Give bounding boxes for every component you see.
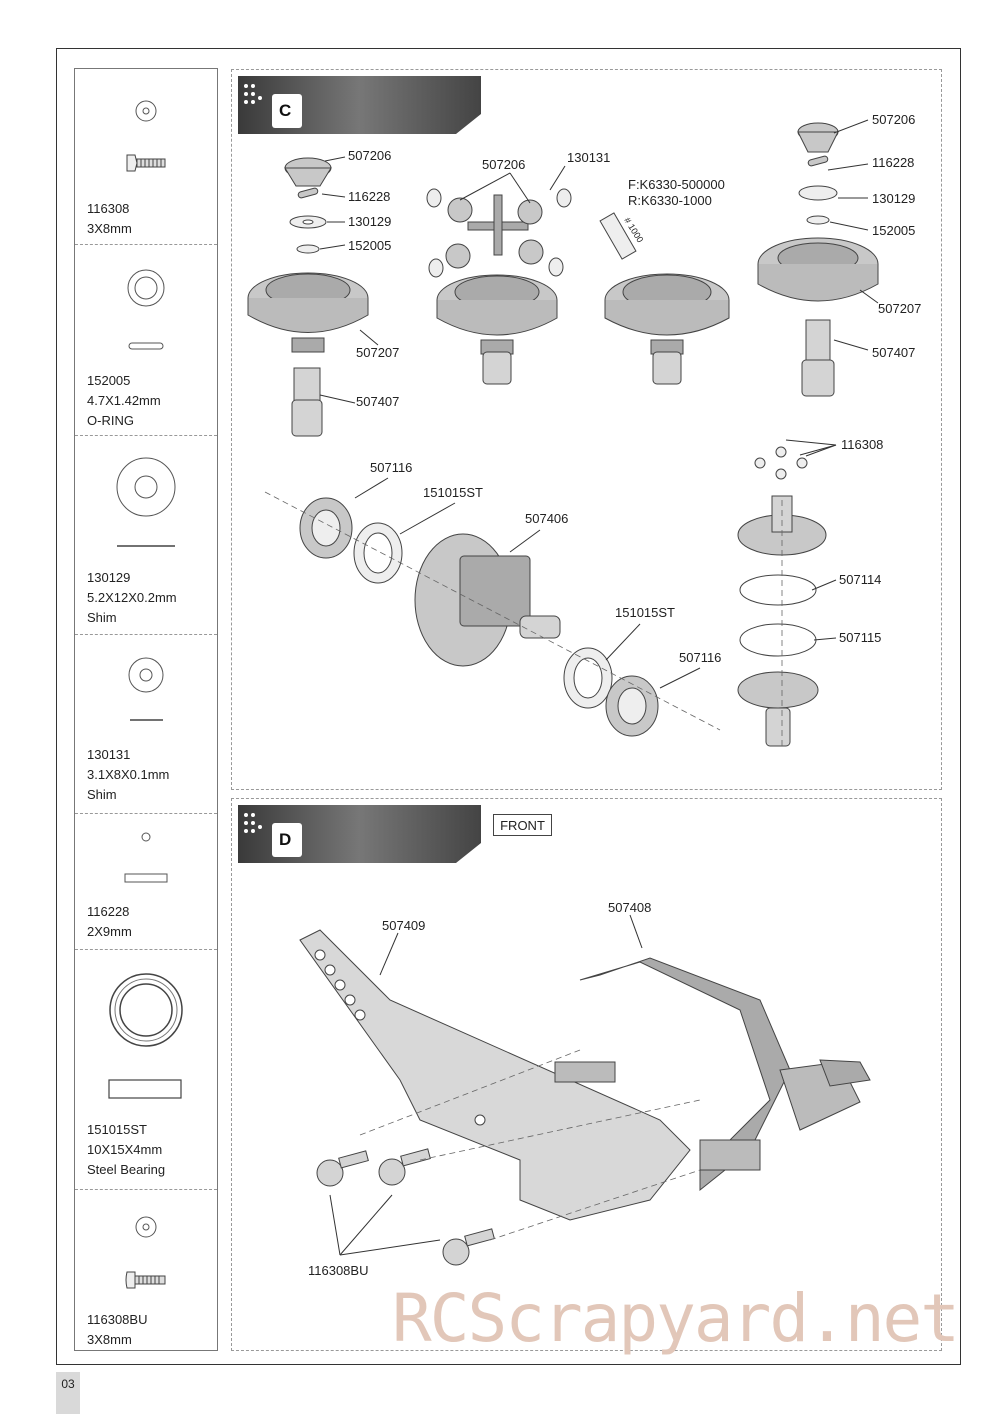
diff-oil-assembly [599, 212, 730, 385]
label-507206-b: 507206 [482, 157, 526, 172]
label-116308: 116308 [841, 437, 884, 452]
label-507407-c: 507407 [872, 345, 916, 360]
step-d-letter: D [279, 830, 292, 849]
label-507115: 507115 [839, 630, 882, 645]
part-size: 10X15X4mm [87, 1142, 163, 1157]
part-desc: Shim [87, 610, 117, 625]
shim-icon [128, 657, 164, 721]
step-c-section: C [231, 69, 942, 790]
label-152005-a: 152005 [348, 238, 392, 253]
part-cell-116308: 116308 3X8mm [75, 69, 217, 245]
label-130129-c: 130129 [872, 191, 916, 206]
part-size: 3.1X8X0.1mm [87, 767, 170, 782]
front-indicator: FRONT [493, 814, 552, 836]
part-desc: Shim [87, 787, 117, 802]
label-151015ST-right: 151015ST [615, 605, 675, 620]
shim-icon [116, 457, 176, 547]
label-116228-a: 116228 [348, 189, 391, 204]
step-c-banner [238, 76, 481, 134]
label-507114: 507114 [839, 572, 882, 587]
label-507206-c: 507206 [872, 112, 916, 127]
part-cell-130129: 130129 5.2X12X0.2mm Shim [75, 436, 217, 635]
button-head-screws [316, 1148, 495, 1266]
button-head-screw-icon [125, 1216, 166, 1289]
label-507409: 507409 [382, 918, 426, 933]
part-size: 4.7X1.42mm [87, 393, 161, 408]
part-code: 130129 [87, 570, 131, 585]
part-code: 116308BU [87, 1312, 148, 1327]
label-152005-c: 152005 [872, 223, 916, 238]
part-cell-151015ST: 151015ST 10X15X4mm Steel Bearing [75, 950, 217, 1190]
shock-tower-mount [554, 957, 871, 1192]
label-507116-left: 507116 [370, 460, 413, 475]
label-oil-rear: R:K6330-1000 [628, 193, 712, 208]
part-cell-130131: 130131 3.1X8X0.1mm Shim [75, 635, 217, 814]
label-507407-a: 507407 [356, 394, 400, 409]
leader-lines [319, 119, 879, 1256]
part-size: 3X8mm [87, 1332, 132, 1347]
diff-assembly-2 [426, 188, 572, 385]
part-code: 130131 [87, 747, 131, 762]
label-507408: 507408 [608, 900, 652, 915]
diff-exploded-assembly [299, 497, 659, 737]
label-oil-front: F:K6330-500000 [628, 177, 725, 192]
part-cell-116228: 116228 2X9mm [75, 814, 217, 950]
bearing-icon [108, 973, 183, 1099]
label-507206-a: 507206 [348, 148, 392, 163]
step-c-letter: C [279, 101, 292, 120]
guide-lines [264, 491, 783, 1241]
part-size: 3X8mm [87, 221, 132, 236]
label-507207-a: 507207 [356, 345, 400, 360]
part-size: 5.2X12X0.2mm [87, 590, 177, 605]
label-116228-c: 116228 [872, 155, 915, 170]
parts-sidebar: 116308 3X8mm 152005 4.7X1.42mm O-RING 13… [74, 68, 218, 1351]
watermark: RCScrapyard.net [392, 1280, 960, 1357]
part-cell-116308BU: 116308BU 3X8mm [75, 1190, 217, 1350]
page-frame [56, 48, 961, 1365]
label-507207-c: 507207 [878, 301, 922, 316]
label-116308BU: 116308BU [308, 1263, 369, 1278]
diff-assembly-4 [757, 122, 879, 397]
part-size: 2X9mm [87, 924, 132, 939]
label-151015ST-left: 151015ST [423, 485, 483, 500]
pin-icon [124, 832, 168, 883]
part-code: 116308 [87, 201, 130, 216]
label-130129-a: 130129 [348, 214, 392, 229]
diff-assembly-1 [247, 157, 369, 437]
part-code: 116228 [87, 904, 130, 919]
label-130131: 130131 [567, 150, 611, 165]
step-d-section: D [231, 798, 942, 1351]
step-d-banner [238, 805, 481, 863]
part-desc: O-RING [87, 413, 134, 428]
part-cell-152005: 152005 4.7X1.42mm O-RING [75, 245, 217, 436]
o-ring-icon [127, 269, 165, 350]
part-code: 151015ST [87, 1122, 147, 1137]
part-code: 152005 [87, 373, 131, 388]
screw-icon [126, 100, 166, 172]
label-507406: 507406 [525, 511, 569, 526]
label-507116-right: 507116 [679, 650, 722, 665]
page-number: 03 [56, 1372, 80, 1414]
shock-tower-plate [299, 929, 691, 1221]
part-desc: Steel Bearing [87, 1162, 166, 1177]
